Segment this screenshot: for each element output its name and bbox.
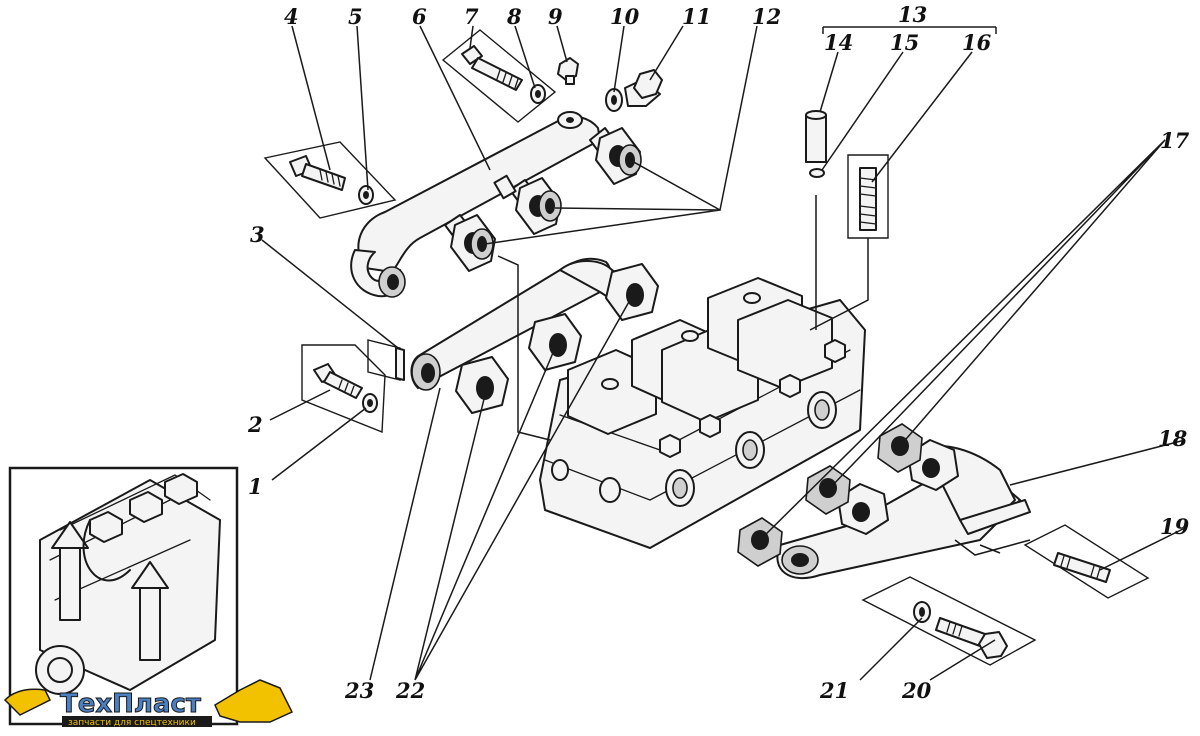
callout-18: 18 (1158, 426, 1188, 451)
parts-13-16-group (805, 26, 997, 239)
callout-3: 3 (250, 222, 265, 247)
logo-brand-part2: ласт (134, 689, 201, 719)
upper-manifold-assembly (350, 111, 642, 298)
callout-labels: 1 2 3 4 5 6 7 8 9 10 11 12 13 14 15 16 1… (247, 2, 1190, 703)
callout-21: 21 (819, 678, 849, 703)
callout-15: 15 (890, 30, 919, 55)
bolt-4-washer-5-box (263, 141, 397, 219)
excavator-arm-icon (3, 688, 52, 716)
inset-engine-view (8, 466, 239, 726)
plug-9 (557, 57, 579, 85)
callout-4: 4 (284, 4, 299, 29)
callout-13: 13 (898, 2, 927, 27)
callout-22: 22 (395, 678, 425, 703)
callout-19: 19 (1160, 514, 1190, 539)
stud-19-box (979, 524, 1150, 599)
leader-lines (261, 25, 1186, 681)
callout-2: 2 (247, 412, 263, 437)
callout-1: 1 (248, 474, 263, 499)
bolt-20-washer-21-box (861, 576, 1037, 666)
callout-10: 10 (610, 4, 640, 29)
gasket-plate-3 (367, 339, 405, 381)
middle-manifold-assembly (410, 257, 659, 414)
callout-11: 11 (682, 4, 711, 29)
bolt-7-washer-8-box (441, 29, 557, 123)
callout-7: 7 (464, 4, 479, 29)
techplast-logo: ТехПласт запчасти для спецтехники (3, 679, 294, 728)
svg-text:ТехПласт: ТехПласт (60, 689, 201, 719)
callout-17: 17 (1160, 128, 1190, 153)
washer-10-plug-11 (605, 69, 663, 112)
bolt-2-washer-1-box (301, 344, 386, 434)
callout-6: 6 (412, 4, 427, 29)
cylinder-head-block (539, 277, 866, 549)
callout-9: 9 (548, 4, 563, 29)
callout-12: 12 (752, 4, 781, 29)
callout-14: 14 (824, 30, 853, 55)
callout-16: 16 (962, 30, 992, 55)
callout-20: 20 (901, 678, 932, 703)
callout-8: 8 (506, 4, 522, 29)
logo-tagline: запчасти для спецтехники (68, 718, 196, 728)
callout-5: 5 (348, 4, 363, 29)
logo-brand-part1: ТехП (60, 689, 134, 719)
callout-23: 23 (344, 678, 374, 703)
loader-icon (214, 679, 294, 723)
